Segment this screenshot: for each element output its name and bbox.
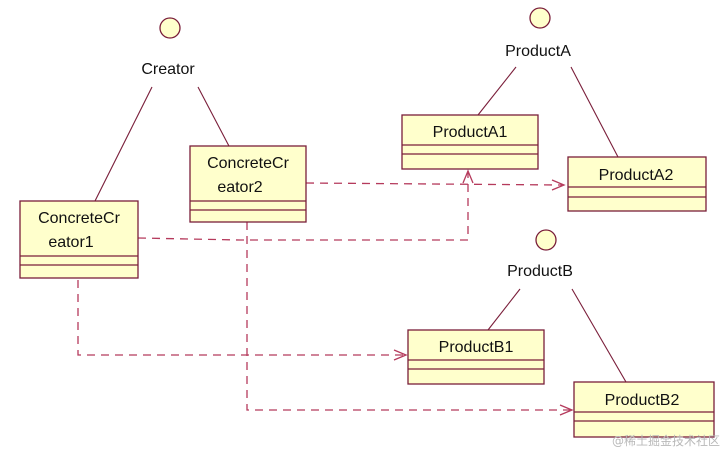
creator-interface[interactable]: Creator xyxy=(141,17,195,78)
dependency-cc2-to-b2-arrowhead xyxy=(559,404,574,416)
concrete-creator2-class[interactable]: ConcreteCr eator2 xyxy=(189,145,307,223)
concrete-creator1-class[interactable]: ConcreteCr eator1 xyxy=(19,200,139,279)
product-b2-box xyxy=(573,381,715,438)
concrete-creator1-name-line1: ConcreteCr xyxy=(38,210,120,227)
product-a2-box xyxy=(567,156,707,212)
dependency-cc2-to-b2 xyxy=(246,222,570,411)
product-b2-class[interactable]: ProductB2 xyxy=(573,381,715,438)
creator-interface-circle xyxy=(159,17,181,39)
product-b-interface[interactable]: ProductB xyxy=(507,229,573,280)
realization-line-cc2-creator xyxy=(197,86,231,149)
product-a-label: ProductA xyxy=(505,43,571,60)
realization-line-cc1-creator xyxy=(94,86,153,202)
concrete-creator2-name-line1: ConcreteCr xyxy=(207,155,289,172)
product-a-interface-circle xyxy=(529,7,551,29)
product-a1-box xyxy=(401,114,539,170)
creator-label: Creator xyxy=(141,61,195,78)
realization-line-a2-producta xyxy=(570,66,619,158)
dependency-cc1-to-a1-arrowhead xyxy=(462,169,474,184)
product-a-interface[interactable]: ProductA xyxy=(505,7,571,60)
product-a1-name: ProductA1 xyxy=(433,124,508,141)
product-a1-class[interactable]: ProductA1 xyxy=(401,114,539,170)
dependency-cc1-to-b1 xyxy=(77,280,404,356)
dependency-cc2-to-a2-arrowhead xyxy=(551,179,566,191)
dependency-cc1-to-a1 xyxy=(137,173,469,241)
product-b1-class[interactable]: ProductB1 xyxy=(407,329,545,385)
product-b-interface-circle xyxy=(535,229,557,251)
concrete-creator1-name-line2: eator1 xyxy=(48,234,93,251)
realization-line-b2-productb xyxy=(571,288,627,383)
product-b1-box xyxy=(407,329,545,385)
product-b1-name: ProductB1 xyxy=(439,339,514,356)
product-a2-class[interactable]: ProductA2 xyxy=(567,156,707,212)
realization-line-a1-producta xyxy=(477,66,517,116)
dependency-cc1-to-b1-arrowhead xyxy=(393,349,408,361)
dependency-cc2-to-a2 xyxy=(305,182,563,186)
watermark-text: @稀土掘金技术社区 xyxy=(612,433,720,448)
concrete-creator2-name-line2: eator2 xyxy=(217,179,262,196)
concrete-creator2-box xyxy=(189,145,307,223)
realization-line-b1-productb xyxy=(487,288,521,331)
product-a2-name: ProductA2 xyxy=(599,167,674,184)
product-b-label: ProductB xyxy=(507,263,573,280)
product-b2-name: ProductB2 xyxy=(605,392,680,409)
